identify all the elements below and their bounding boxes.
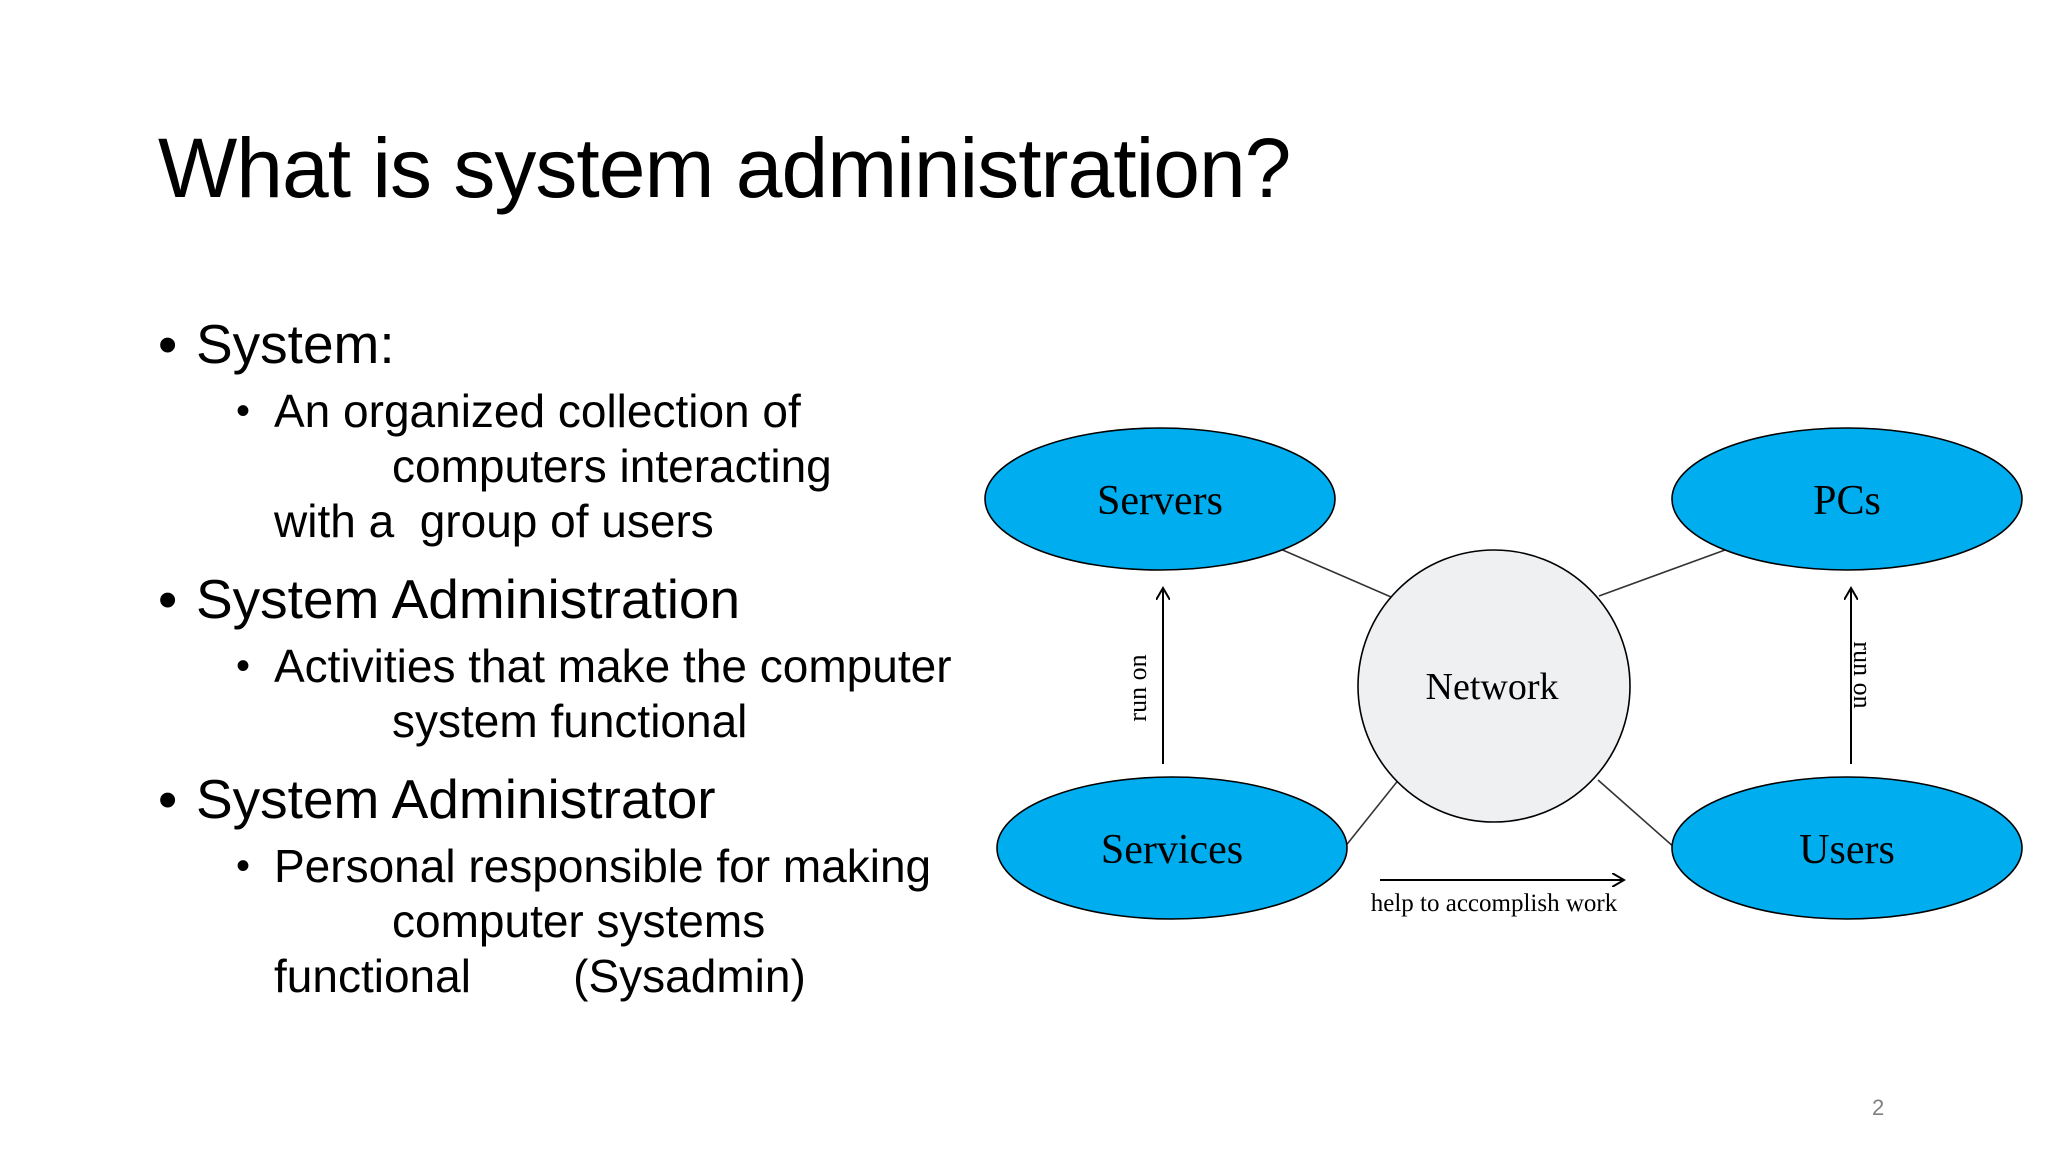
- page-number: 2: [1872, 1095, 1885, 1120]
- bullet-heading: System Administrator: [196, 768, 716, 830]
- node-network: [1357, 549, 1631, 823]
- label-run-on-users: run on: [1848, 641, 1877, 708]
- bullet-heading: System Administration: [196, 568, 741, 630]
- bullet-system: System:: [158, 312, 1018, 376]
- bullet-dot: •: [236, 389, 251, 433]
- node-users: [1671, 776, 2023, 920]
- bullet-dot: •: [236, 644, 251, 688]
- sub-bullet-line: computer systems: [392, 895, 766, 947]
- sub-bullet-line: system functional: [392, 695, 748, 747]
- label-run-on-services: run on: [1123, 654, 1152, 721]
- edge-users-network: [1597, 779, 1676, 849]
- sub-bullet-system-administration: • Activities that make the computer syst…: [236, 639, 1018, 749]
- sub-bullet-line: An organized collection of: [274, 385, 801, 437]
- node-services: [996, 776, 1348, 920]
- label-users: Users: [1799, 827, 1895, 873]
- edge-pcs-network: [1598, 549, 1726, 597]
- label-help-to-accomplish-work: help to accomplish work: [1371, 890, 1618, 917]
- sub-bullet-line: with a group of users: [274, 495, 714, 547]
- label-servers: Servers: [1097, 478, 1223, 524]
- label-services: Services: [1101, 827, 1243, 873]
- node-servers: [984, 427, 1336, 571]
- edge-services-network: [1343, 777, 1401, 849]
- bullet-heading: System:: [196, 313, 395, 375]
- label-network: Network: [1426, 666, 1559, 708]
- edge-servers-network: [1277, 547, 1399, 601]
- sub-bullet-line: Activities that make the computer: [274, 640, 952, 692]
- sub-bullet-system-administrator: • Personal responsible for making comput…: [236, 839, 1018, 1004]
- bullet-dot: •: [236, 844, 251, 888]
- label-pcs: PCs: [1813, 478, 1881, 524]
- bullet-system-administrator: System Administrator: [158, 767, 1018, 831]
- slide-title: What is system administration?: [158, 121, 1291, 215]
- node-pcs: [1671, 427, 2023, 571]
- sub-bullet-line: Personal responsible for making: [274, 840, 932, 892]
- bullet-system-administration: System Administration: [158, 567, 1018, 631]
- sub-bullet-line: computers interacting: [392, 440, 832, 492]
- sub-bullet-system: • An organized collection of computers i…: [236, 384, 1018, 549]
- bullet-list: System: • An organized collection of com…: [158, 312, 1018, 1022]
- sub-bullet-line: functional (Sysadmin): [274, 950, 806, 1002]
